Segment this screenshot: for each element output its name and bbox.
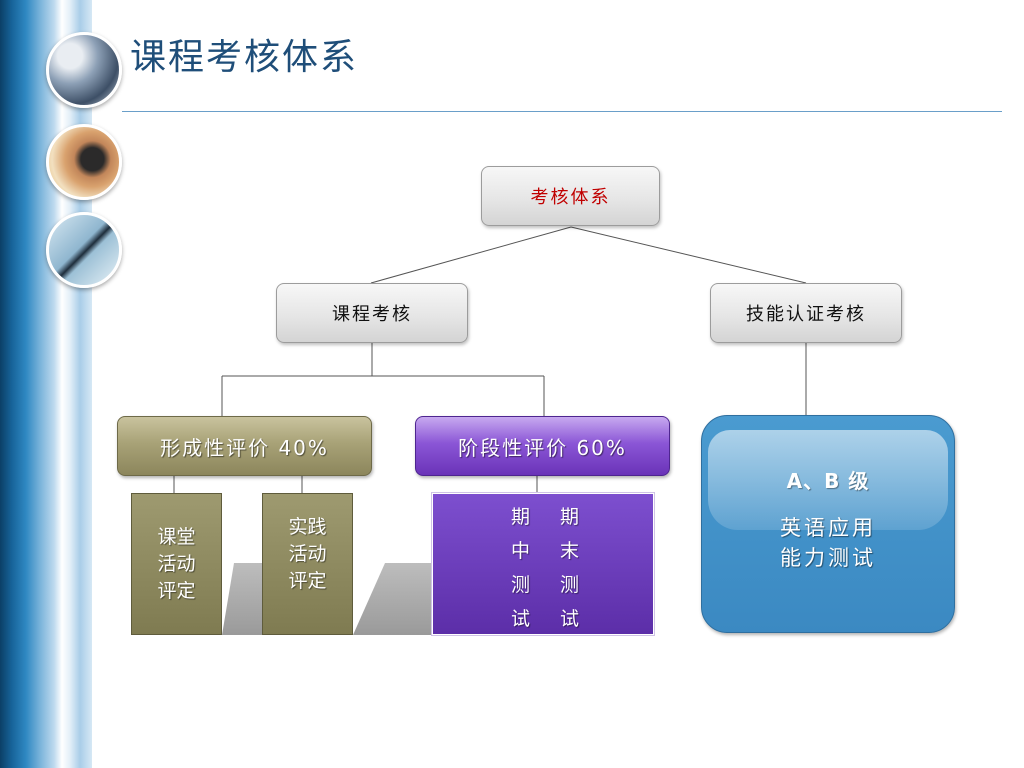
skill-certification-node: 技能认证考核 <box>710 283 902 343</box>
midterm-exam-column: 期 中 测 试 <box>511 500 530 636</box>
practice-line: 评定 <box>288 570 327 592</box>
practice-line: 活动 <box>288 543 327 565</box>
course-assessment-node: 课程考核 <box>276 283 468 343</box>
skill-certification-label: 技能认证考核 <box>746 304 866 325</box>
course-assessment-label: 课程考核 <box>332 304 412 325</box>
final-exam-column: 期 末 测 试 <box>560 500 579 636</box>
certification-line: 英语应用 <box>780 516 876 540</box>
final-char: 期 <box>560 506 580 528</box>
connector-root-to-skill <box>570 226 807 284</box>
classroom-line: 评定 <box>157 579 196 602</box>
certification-level-heading: A、B 级 <box>786 469 870 493</box>
card-gloss <box>708 430 948 530</box>
exams-box: 期 中 测 试 期 末 测 试 <box>431 492 655 636</box>
decorative-photo-circle <box>46 212 122 288</box>
final-char: 试 <box>560 608 580 630</box>
title-divider <box>122 111 1002 112</box>
practice-line: 实践 <box>288 516 327 538</box>
final-char: 末 <box>560 540 580 562</box>
classroom-activity-box: 课堂 活动 评定 <box>131 493 222 635</box>
midterm-char: 测 <box>511 574 531 596</box>
decorative-person-photo-circle <box>46 124 122 200</box>
formative-evaluation-node: 形成性评价 40% <box>117 416 372 476</box>
certification-line: 能力测试 <box>780 546 876 570</box>
connector-root-to-course <box>370 226 572 284</box>
decorative-photo-circle <box>46 32 122 108</box>
stage-evaluation-label: 阶段性评价 60% <box>458 435 627 460</box>
midterm-char: 试 <box>511 608 531 630</box>
practice-activity-box: 实践 活动 评定 <box>262 493 353 635</box>
midterm-char: 期 <box>511 506 531 528</box>
stage-evaluation-node: 阶段性评价 60% <box>415 416 670 476</box>
classroom-line: 活动 <box>157 552 196 575</box>
classroom-line: 课堂 <box>157 525 196 548</box>
root-node: 考核体系 <box>481 166 660 226</box>
english-certification-card <box>701 415 955 633</box>
midterm-char: 中 <box>511 540 531 562</box>
final-char: 测 <box>560 574 580 596</box>
root-node-label: 考核体系 <box>530 187 611 208</box>
formative-evaluation-label: 形成性评价 40% <box>160 435 329 460</box>
slide-title: 课程考核体系 <box>130 37 359 78</box>
